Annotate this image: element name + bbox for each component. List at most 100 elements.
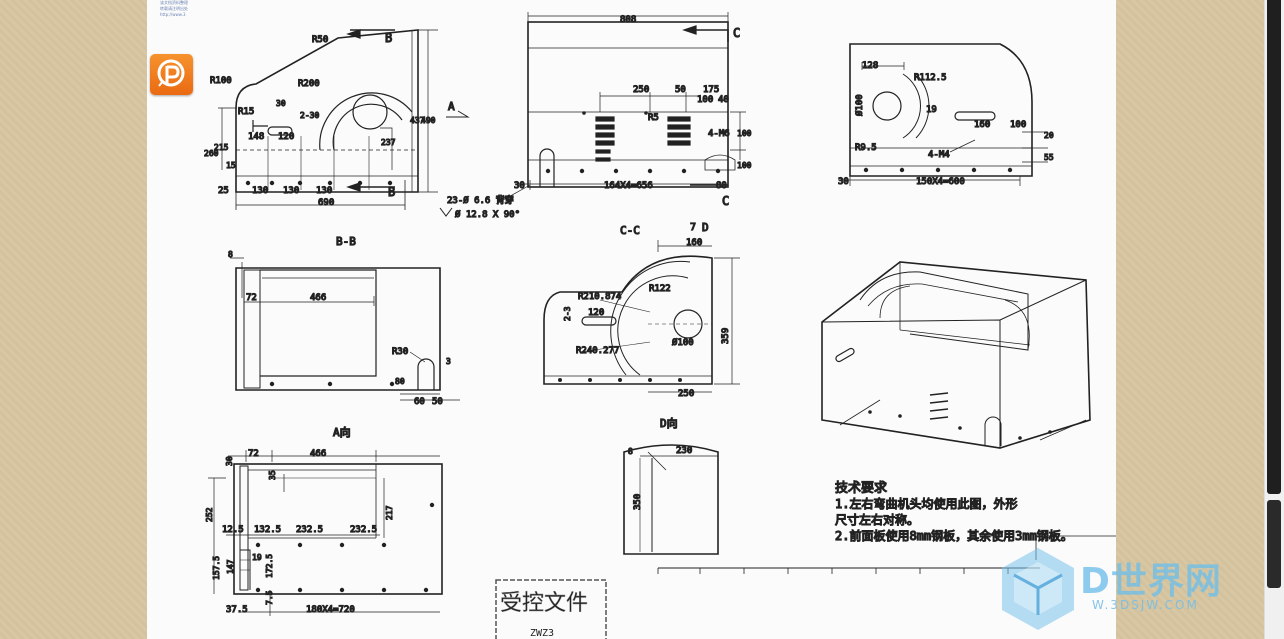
dim-37-5: 37.5 (226, 605, 248, 615)
view-marker-d: D (702, 221, 709, 234)
dim-160-right: 160 (974, 120, 990, 130)
dim-15: 15 (226, 161, 236, 170)
dim-80-bb: 80 (395, 377, 405, 386)
dim-19-a: 19 (252, 553, 262, 562)
tech-req-line1: 1.左右弯曲机头均使用此图，外形 (835, 496, 1017, 511)
vertical-scrollbar-thumb[interactable] (1267, 0, 1281, 494)
dim-55: 55 (1044, 153, 1054, 162)
view-a-title: A向 (333, 425, 351, 439)
dim-359: 359 (721, 328, 731, 344)
dim-r15: R15 (238, 107, 254, 117)
dim-2-3: 2-3 (563, 306, 572, 321)
dim-132-5: 132.5 (254, 525, 281, 535)
view-marker-a: A (448, 100, 455, 113)
document-page: R50 R100 R200 R15 30 2-30 148 120 260 21… (147, 0, 1116, 639)
dim-20: 20 (1044, 131, 1054, 140)
dim-r50: R50 (312, 35, 328, 45)
dim-50: 50 (675, 85, 686, 95)
dim-148: 148 (248, 132, 264, 142)
isometric-view (821, 261, 1091, 449)
dim-80: 80 (716, 181, 727, 191)
section-c-c: C-C 7 D 160 R210.874 R122 2-3 120 359 R2… (543, 220, 740, 400)
hole-note: 23-Ø 6.6 背穿 Ø 12.8 X 90° (439, 184, 531, 221)
dim-30-right: 30 (838, 177, 849, 187)
viewer-background-left (0, 0, 147, 639)
dim-3-bb: 3 (446, 357, 451, 366)
dim-4-m4: 4-M4 (928, 150, 950, 160)
technical-requirements: 技术要求 1.左右弯曲机头均使用此图，外形 尺寸左右对称。 2.前面板使用8mm… (834, 480, 1116, 560)
dim-8-d: 8 (628, 447, 633, 456)
dim-690: 690 (318, 198, 334, 208)
view-side: 808 250 50 175 100 40 R5 4-M6 100 100 30… (513, 12, 752, 209)
dim-r5: R5 (648, 113, 659, 123)
dim-r200: R200 (298, 79, 320, 89)
dim-72-bb: 72 (246, 293, 257, 303)
dim-147: 147 (226, 559, 235, 574)
pdf-reader-button[interactable] (150, 54, 193, 95)
dim-490: 490 (421, 116, 436, 125)
scale-ruler (657, 567, 1040, 574)
tech-req-line3: 2.前面板使用8mm钢板，其余使用3mm钢板。 (835, 528, 1073, 543)
dim-30-side: 30 (514, 181, 525, 191)
view-d-direction: D向 8 230 350 (623, 415, 719, 555)
dim-25: 25 (218, 186, 229, 196)
dim-35-a: 35 (268, 470, 277, 480)
dim-2-30: 2-30 (300, 111, 319, 120)
dim-72-a: 72 (248, 449, 259, 459)
dim-dia100-right: Ø100 (854, 94, 865, 116)
dim-250-cc: 250 (678, 389, 694, 399)
cut-marker-b-bottom: B (388, 185, 395, 199)
dim-720: 180X4=720 (306, 605, 355, 615)
dim-350: 350 (633, 494, 643, 510)
dim-8-bb: 8 (228, 250, 233, 259)
dim-808: 808 (620, 15, 636, 25)
dim-215: 215 (214, 143, 229, 152)
dim-30-a: 30 (225, 456, 234, 466)
dim-7-cc: 7 (690, 222, 696, 233)
dim-237: 237 (381, 138, 396, 147)
dim-160-cc: 160 (686, 238, 702, 248)
dim-r240: R240.277 (576, 346, 619, 356)
dim-100-b: 100 (737, 129, 752, 138)
view-right: 128 R112.5 Ø100 19 160 100 20 R9.5 4-M4 … (837, 43, 1054, 188)
dim-r122: R122 (649, 284, 671, 294)
dim-232-5-b: 232.5 (350, 525, 377, 535)
section-c-c-title: C-C (620, 224, 640, 237)
stamp-sub: ZWZ3 (530, 628, 554, 639)
dim-4-m6: 4-M6 (708, 129, 730, 139)
dim-175: 175 (703, 85, 719, 95)
dim-130-c: 130 (316, 186, 332, 196)
dim-30: 30 (276, 99, 286, 108)
page-note-1: 该文档资料整理 (160, 0, 188, 5)
dim-130-b: 130 (283, 186, 299, 196)
dim-260: 260 (204, 149, 219, 158)
dim-128: 128 (862, 61, 878, 71)
dim-dia100-cc: Ø100 (672, 337, 694, 348)
controlled-stamp: 受控文件 ZWZ3 (495, 579, 607, 639)
dim-250: 250 (633, 85, 649, 95)
watermark-title: D世界网 (1080, 561, 1222, 602)
watermark-url: W.3DSJW.COM (1092, 598, 1199, 612)
scrollbar-thumb-secondary[interactable] (1267, 500, 1281, 588)
dim-130-a: 130 (252, 186, 268, 196)
tech-req-line2: 尺寸左右对称。 (835, 512, 919, 527)
dim-r30: R30 (392, 347, 408, 357)
stamp-text: 受控文件 (500, 591, 588, 616)
dim-232-5-a: 232.5 (296, 525, 323, 535)
dim-19: 19 (926, 105, 937, 115)
dim-466-bb: 466 (310, 293, 326, 303)
dim-r100: R100 (210, 76, 232, 86)
dim-12-5: 12.5 (222, 525, 244, 535)
dim-r112-5: R112.5 (914, 73, 947, 83)
dim-7-5: 7.5 (265, 590, 274, 605)
dim-172-5: 172.5 (265, 554, 274, 578)
dim-r9-5: R9.5 (855, 143, 877, 153)
dim-60-bb: 60 (414, 397, 425, 407)
dim-437: 437 (410, 116, 425, 125)
cut-marker-c-top: C (733, 26, 740, 40)
dim-252: 252 (205, 507, 214, 522)
cut-marker-c-bottom: C (722, 194, 729, 208)
dim-466-a: 466 (310, 449, 326, 459)
engineering-drawing: R50 R100 R200 R15 30 2-30 148 120 260 21… (203, 12, 1116, 639)
dim-120: 120 (278, 132, 294, 142)
